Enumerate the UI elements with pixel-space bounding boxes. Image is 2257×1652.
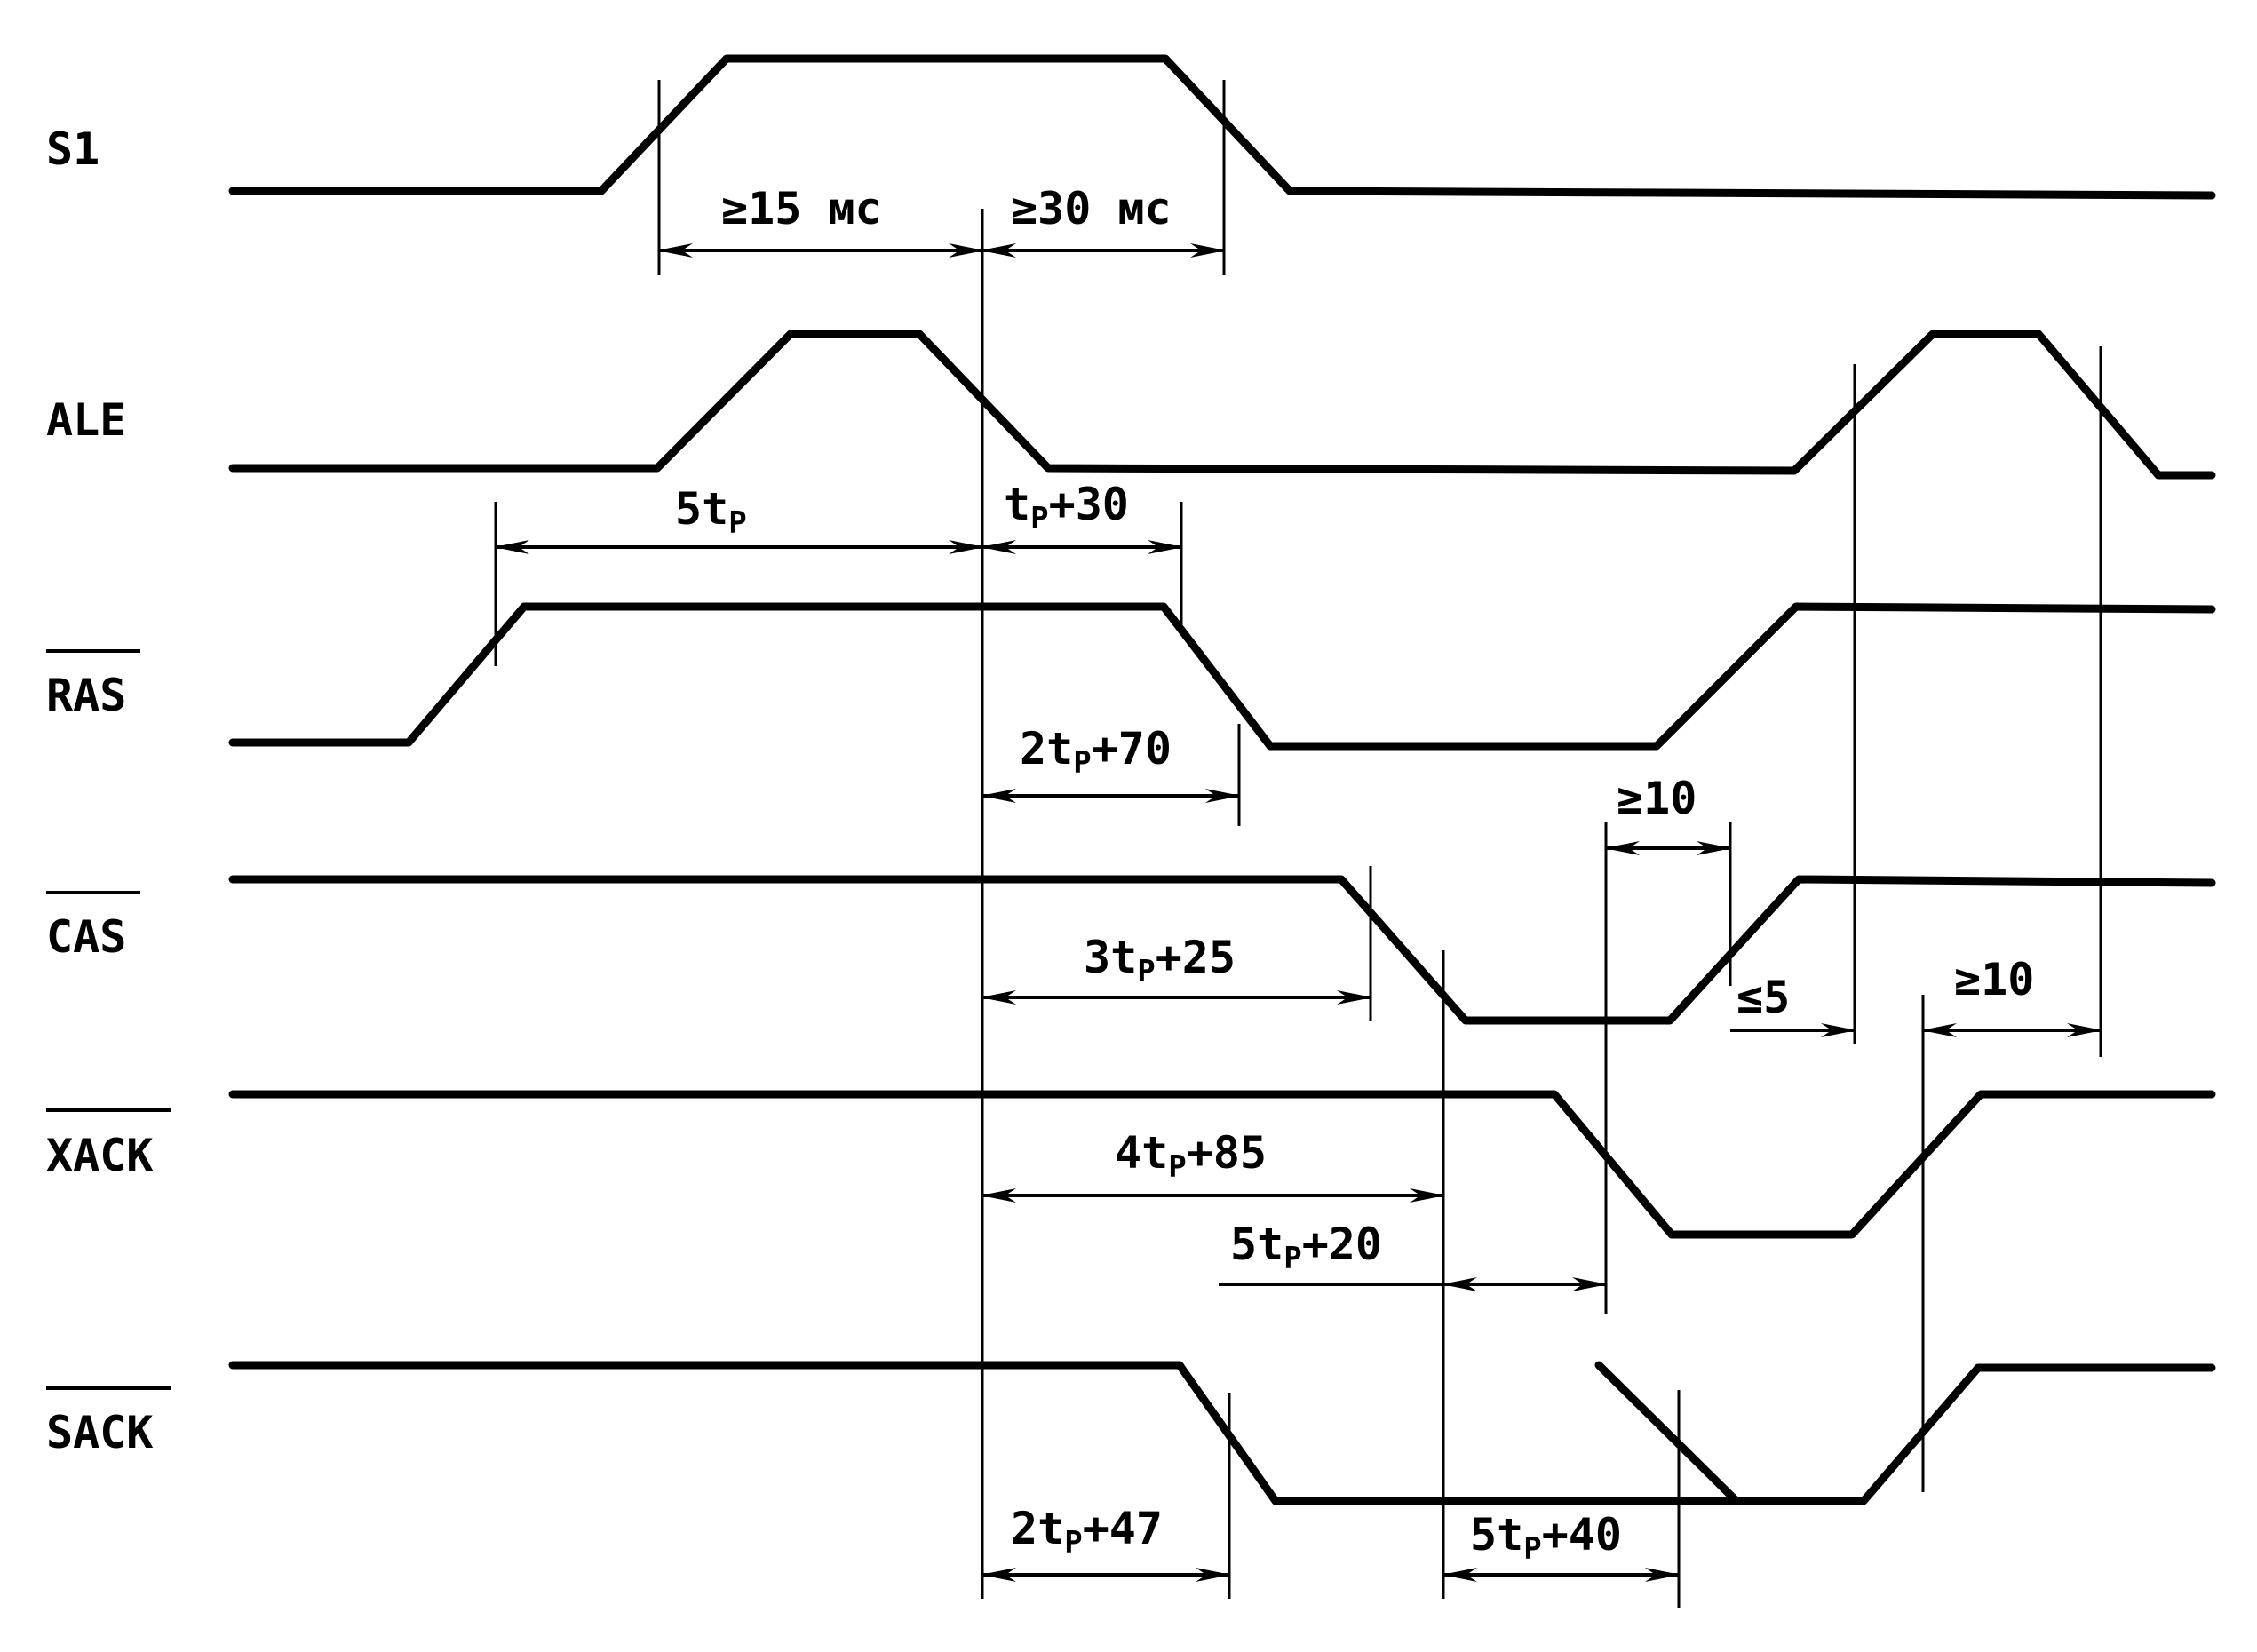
wave-sack-cross — [1594, 1361, 1741, 1505]
label-xack: XACK — [46, 1130, 153, 1181]
label-ale: ALE — [46, 394, 126, 446]
label-s1: S1 — [46, 123, 99, 175]
timing-label-t10: 4tP+85 — [1115, 1127, 1267, 1185]
label-cas: CAS — [46, 911, 126, 963]
label-sack: SACK — [46, 1407, 153, 1458]
timing-label-t9: ≥10 — [1954, 954, 2034, 1005]
timing-label-t3: 5tP — [675, 483, 747, 541]
signal-labels: S1 ALE RAS CAS XACK SACK — [46, 123, 171, 1458]
wave-s1 — [228, 54, 2216, 200]
guide-lines — [494, 80, 2102, 1608]
timing-label-t12: 2tP+47 — [1011, 1503, 1163, 1561]
timing-label-t1: ≥15 мс — [721, 183, 882, 234]
wave-ale — [228, 330, 2216, 480]
timing-label-t11: 5tP+20 — [1230, 1219, 1382, 1276]
label-ras: RAS — [46, 670, 126, 721]
timing-label-t13: 5tP+40 — [1470, 1509, 1622, 1567]
wave-xack — [228, 1090, 2216, 1239]
wave-cas — [228, 875, 2216, 1025]
timing-label-t5: 2tP+70 — [1020, 723, 1172, 781]
timing-label-t8: ≤5 — [1736, 972, 1790, 1023]
dimension-arrows — [494, 243, 2102, 1582]
wave-sack — [228, 1361, 2216, 1505]
wave-ras — [228, 602, 2216, 751]
timing-label-t7: 3tP+25 — [1084, 932, 1236, 989]
timing-label-t2: ≥30 мс — [1011, 183, 1172, 234]
dimension-labels: ≥15 мс ≥30 мс 5tP tP+30 2tP+70 ≥10 3tP+2… — [675, 183, 2034, 1567]
timing-label-t4: tP+30 — [1004, 479, 1129, 536]
waveforms — [228, 54, 2216, 1505]
timing-label-t6: ≥10 — [1617, 773, 1697, 824]
